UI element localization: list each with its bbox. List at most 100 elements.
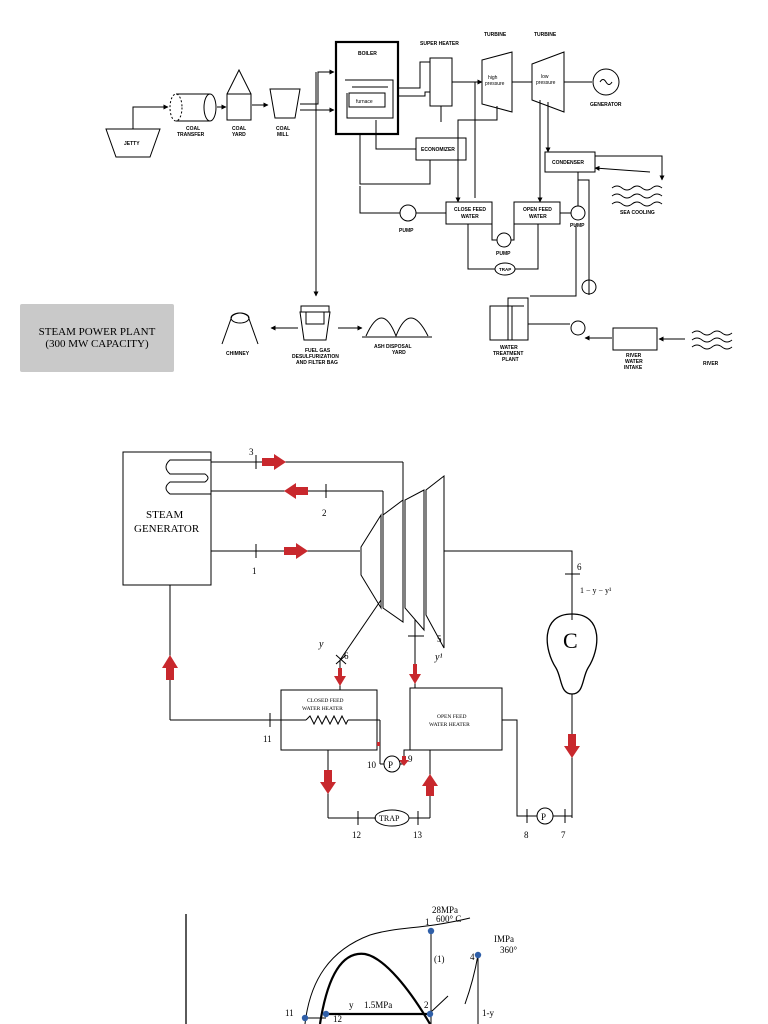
label-low-1: low <box>541 74 549 80</box>
lp-turbine-shape <box>531 51 565 113</box>
label-condenser-c: C <box>563 628 578 653</box>
flow-arrow-1 <box>284 543 308 559</box>
label-trap: TRAP <box>499 267 511 272</box>
label-coal-mill-1: COAL <box>276 126 290 132</box>
pump-symbol-2 <box>496 232 512 248</box>
state-13: 13 <box>413 830 423 840</box>
state-3: 3 <box>249 447 254 457</box>
label-low-2: pressure <box>536 80 556 86</box>
label-coal-transfer-1: COAL <box>186 126 200 132</box>
plant-labels: BOILER furnace SUPER HEATER TURBINE TURB… <box>124 32 719 371</box>
label-condenser: CONDENSER <box>552 160 584 166</box>
label-wtp-2: TREATMENT <box>493 351 523 357</box>
state-6b: 6 <box>344 651 349 661</box>
generator-symbol <box>592 68 620 96</box>
state-12: 12 <box>352 830 361 840</box>
steam-generator-box <box>122 451 212 586</box>
label-pump-p-2: P <box>541 812 546 822</box>
label-intake-1: RIVER <box>626 353 642 359</box>
label-coal-mill-2: MILL <box>277 132 289 138</box>
open-feed-water-box <box>513 201 561 225</box>
river-intake-box <box>612 327 658 351</box>
flow-arrow-y <box>334 668 346 686</box>
ts-high-isobar <box>304 917 471 1024</box>
flow-arrows <box>162 454 580 796</box>
ts-state-1: 1 <box>425 917 430 927</box>
state-11: 11 <box>263 734 272 744</box>
ts-label-1y: 1-y <box>482 1008 494 1018</box>
flow-arrow-condenser <box>564 734 580 758</box>
ash-yard-shape <box>365 317 429 338</box>
ts-label-t-mid: 360° <box>500 945 518 955</box>
condenser-box <box>544 151 596 173</box>
label-furnace: furnace <box>356 99 373 105</box>
flow-arrow-pump-out <box>399 756 409 766</box>
label-ash-1: ASH DISPOSAL <box>374 344 412 350</box>
ts-state-points <box>301 927 482 1022</box>
ts-diagram <box>185 914 479 1024</box>
flow-arrow-9 <box>377 742 380 746</box>
sea-cooling-waves <box>611 185 663 207</box>
label-open-feed-1: OPEN FEED <box>523 207 552 213</box>
plant-title-line1: STEAM POWER PLANT <box>38 326 156 338</box>
pump-symbol-3 <box>570 205 586 221</box>
cycle-labels: STEAM GENERATOR CLOSED FEED WATER HEATER… <box>134 447 612 840</box>
label-coal-yard-1: COAL <box>232 126 246 132</box>
state-9: 9 <box>408 754 413 764</box>
ts-label-t-high: 600° C <box>436 914 461 924</box>
label-close-feed-1: CLOSE FEED <box>454 207 486 213</box>
ts-label-path1: (1) <box>434 954 445 964</box>
ts-label-p-low: 1.5MPa <box>364 1000 392 1010</box>
label-intake-2: WATER <box>625 359 643 365</box>
jetty-shape <box>105 128 161 158</box>
state-7: 7 <box>561 830 566 840</box>
plant-title-box: STEAM POWER PLANT (300 MW CAPACITY) <box>20 304 174 372</box>
ts-label-p-mid: IMPa <box>494 934 514 944</box>
hp-turbine-shape <box>481 51 513 113</box>
pump-symbol-1 <box>399 204 417 222</box>
close-feed-water-box <box>445 201 493 225</box>
label-steam-gen-1: STEAM <box>146 509 184 521</box>
condenser-c-symbol <box>546 613 598 695</box>
label-boiler: BOILER <box>358 51 377 57</box>
label-coal-transfer-2: TRANSFER <box>177 132 205 138</box>
ts-point-12 <box>322 1010 330 1018</box>
state-5: 5 <box>437 634 442 644</box>
chimney-shape <box>221 312 259 345</box>
label-wtp-1: WATER <box>500 345 518 351</box>
label-coal-yard-2: YARD <box>232 132 246 138</box>
flow-arrow-ofwh-up <box>422 774 438 796</box>
coal-mill-shape <box>269 88 301 119</box>
label-pump-1: PUMP <box>399 228 414 234</box>
super-heater-box <box>429 57 453 107</box>
label-wtp-3: PLANT <box>502 357 519 363</box>
label-jetty: JETTY <box>124 141 140 147</box>
label-turbine-2: TURBINE <box>534 32 557 38</box>
label-frac-y1: y¹ <box>434 652 442 663</box>
label-chimney: CHIMNEY <box>226 351 250 357</box>
ts-label-y: y <box>349 1000 354 1010</box>
coal-yard-shape <box>226 68 252 121</box>
label-steam-gen-2: GENERATOR <box>134 523 200 535</box>
ts-state-12: 12 <box>333 1014 342 1024</box>
label-high-1: high <box>488 75 498 81</box>
ts-state-11: 11 <box>285 1008 294 1018</box>
ts-point-4 <box>474 951 482 959</box>
ts-label-p-high: 28MPa <box>432 905 458 915</box>
label-pump-2: PUMP <box>496 251 511 257</box>
label-economizer: ECONOMIZER <box>421 147 455 153</box>
label-turbine-1: TURBINE <box>484 32 507 38</box>
ts-saturation-dome <box>318 952 431 1024</box>
label-close-feed-2: WATER <box>461 214 479 220</box>
state-10: 10 <box>367 760 377 770</box>
label-super-heater: SUPER HEATER <box>420 41 459 47</box>
flow-arrow-return <box>162 655 178 680</box>
label-high-2: pressure <box>485 81 505 87</box>
plant-schematic <box>105 40 733 351</box>
turbine-stage-2 <box>382 499 404 623</box>
river-waves <box>691 330 733 350</box>
label-open-fwh-1: OPEN FEED <box>437 714 467 720</box>
label-frac-y: y <box>318 639 324 650</box>
label-intake-3: INTAKE <box>624 365 643 371</box>
